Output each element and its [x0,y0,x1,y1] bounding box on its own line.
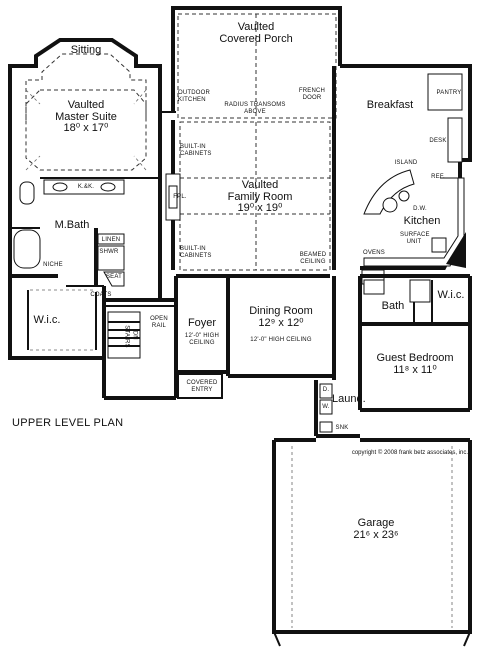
room-label-family-room: Vaulted Family Room 19⁰ x 19⁰ [210,179,310,215]
note-dishwasher: D.W. [413,206,427,212]
note-radius-transoms: RADIUS TRANSOMS ABOVE [224,102,286,115]
dining-room-name: Dining Room [249,305,313,317]
note-surface-unit: SURFACE UNIT [400,232,430,245]
garage-name: Garage [357,517,395,529]
covered-porch-line1: Vaulted [237,21,275,33]
room-label-bath: Bath [381,300,405,312]
note-sink: SNK [335,425,349,431]
note-built-in-cabinets-top: BUILT-IN CABINETS [180,144,212,157]
center-walls [102,274,336,400]
note-washer: W. [322,404,330,410]
room-label-m-bath: M.Bath [54,219,90,231]
note-beamed-ceiling: BEAMED CEILING [299,252,327,265]
note-dryer: D. [322,387,330,393]
note-french-door: FRENCH DOOR [298,88,326,101]
garage-walls [272,438,472,647]
master-suite-dimensions: 18⁰ x 17⁰ [63,122,109,135]
room-label-wic-master: W.i.c. [33,314,61,326]
plan-title: UPPER LEVEL PLAN [12,417,124,429]
family-room-walls [165,120,331,271]
note-island: ISLAND [394,160,418,166]
room-label-breakfast: Breakfast [366,99,414,111]
note-seat: SEAT [105,274,123,280]
note-refrigerator: REF. [431,174,445,180]
dining-room-dimensions: 12⁹ x 12⁰ [258,316,304,329]
master-suite-line2: Master Suite [55,110,117,123]
note-outdoor-kitchen: OUTDOOR KITCHEN [178,90,211,103]
master-suite-line1: Vaulted [67,99,105,111]
note-coats: COATS [90,292,112,298]
guest-bedroom-dimensions: 11⁸ x 11⁰ [393,363,437,376]
room-label-foyer: Foyer [187,317,217,329]
room-label-sitting: Sitting [70,44,102,56]
guest-wing-walls [314,274,472,438]
note-pantry: PANTRY [436,90,462,96]
room-label-laundry: Laund. [332,393,366,405]
family-room-line2: Family Room [227,190,293,203]
garage-dimensions: 21⁶ x 23⁶ [353,528,399,541]
dining-ceiling-note: 12'-0" HIGH CEILING [250,337,312,343]
note-desk: DESK [429,138,447,144]
room-label-wic-guest: W.i.c. [437,289,465,301]
note-linen: LINEN [101,237,121,243]
foyer-ceiling-note: 12'-0" HIGH CEILING [184,333,220,346]
note-stairs: STAIRS [123,325,130,348]
room-label-guest-bedroom: Guest Bedroom 11⁸ x 11⁰ [370,352,460,376]
note-dn: DN [131,330,138,340]
kitchen-walls [332,64,472,285]
room-label-garage: Garage 21⁶ x 23⁶ [336,517,416,541]
master-bath-walls [8,174,162,360]
room-label-master-suite: Vaulted Master Suite 18⁰ x 17⁰ [46,99,126,135]
copyright-notice: copyright © 2008 frank betz associates, … [351,450,468,456]
covered-porch-line2: Covered Porch [219,32,293,45]
note-shwr: SHWR [99,249,119,255]
note-open-rail: OPEN RAIL [150,316,168,329]
room-label-covered-porch: Vaulted Covered Porch [206,21,306,45]
family-room-line1: Vaulted [241,179,279,191]
note-fireplace: FPL. [173,194,187,200]
note-built-in-cabinets-bottom: BUILT-IN CABINETS [180,246,212,259]
note-ovens: OVENS [362,250,385,256]
guest-bedroom-name: Guest Bedroom [376,352,454,364]
note-niche: NICHE [43,262,63,268]
note-k-and-k: K.&K. [77,184,95,190]
room-label-dining-room: Dining Room 12⁹ x 12⁰ [236,305,326,329]
family-room-dimensions: 19⁰ x 19⁰ [237,202,283,215]
master-suite-walls [8,38,176,174]
room-label-kitchen: Kitchen [403,215,441,227]
note-covered-entry: COVERED ENTRY [186,380,218,393]
